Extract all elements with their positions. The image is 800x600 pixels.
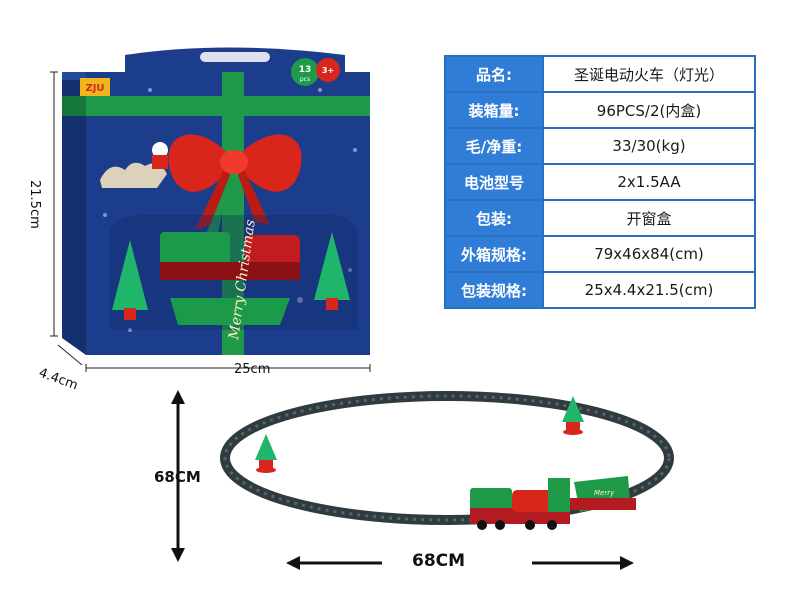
wagon-text: Merry [594, 489, 615, 497]
tree-icon [112, 240, 148, 320]
spec-row: 包装: 开窗盒 [444, 199, 756, 237]
age-badge: 3+ [322, 66, 334, 75]
tree-icon [314, 232, 350, 310]
spec-label: 品名: [444, 55, 544, 93]
track-height-label: 68CM [154, 468, 201, 486]
piece-count-badge: 13 [299, 65, 312, 75]
piece-count-unit: pcs [300, 76, 310, 83]
spec-value: 33/30(kg) [542, 127, 756, 165]
spec-label: 包装规格: [444, 271, 544, 309]
tree-icon [562, 396, 584, 435]
spec-row: 装箱量: 96PCS/2(内盒) [444, 91, 756, 129]
track-illustration: Merry [171, 390, 674, 574]
spec-value: 79x46x84(cm) [542, 235, 756, 273]
box-width-label: 25cm [234, 362, 271, 377]
spec-label: 电池型号 [444, 163, 544, 201]
brand-logo: ZJU [85, 83, 104, 94]
box-height-label: 21.5cm [27, 180, 42, 229]
spec-label: 外箱规格: [444, 235, 544, 273]
track-width-label: 68CM [412, 551, 466, 571]
locomotive-icon [160, 232, 300, 280]
spec-row: 毛/净重: 33/30(kg) [444, 127, 756, 165]
spec-value: 25x4.4x21.5(cm) [542, 271, 756, 309]
spec-table: 品名: 圣诞电动火车（灯光） 装箱量: 96PCS/2(内盒) 毛/净重: 33… [444, 55, 756, 309]
spec-label: 装箱量: [444, 91, 544, 129]
spec-row: 外箱规格: 79x46x84(cm) [444, 235, 756, 273]
wagon-icon: Merry [570, 476, 636, 512]
red-bow-icon [168, 134, 302, 230]
spec-value: 96PCS/2(内盒) [542, 91, 756, 129]
locomotive-icon [470, 478, 570, 530]
spec-row: 电池型号 2x1.5AA [444, 163, 756, 201]
spec-value: 圣诞电动火车（灯光） [542, 55, 756, 93]
product-box-illustration: Merry Christmas ZJU 13 pcs 3+ [50, 47, 371, 372]
tree-icon [255, 434, 277, 473]
spec-row: 包装规格: 25x4.4x21.5(cm) [444, 271, 756, 309]
sleigh-scene [100, 142, 168, 188]
spec-row: 品名: 圣诞电动火车（灯光） [444, 55, 756, 93]
wagon-icon [170, 298, 290, 325]
spec-label: 毛/净重: [444, 127, 544, 165]
spec-value: 开窗盒 [542, 199, 756, 237]
spec-value: 2x1.5AA [542, 163, 756, 201]
spec-label: 包装: [444, 199, 544, 237]
